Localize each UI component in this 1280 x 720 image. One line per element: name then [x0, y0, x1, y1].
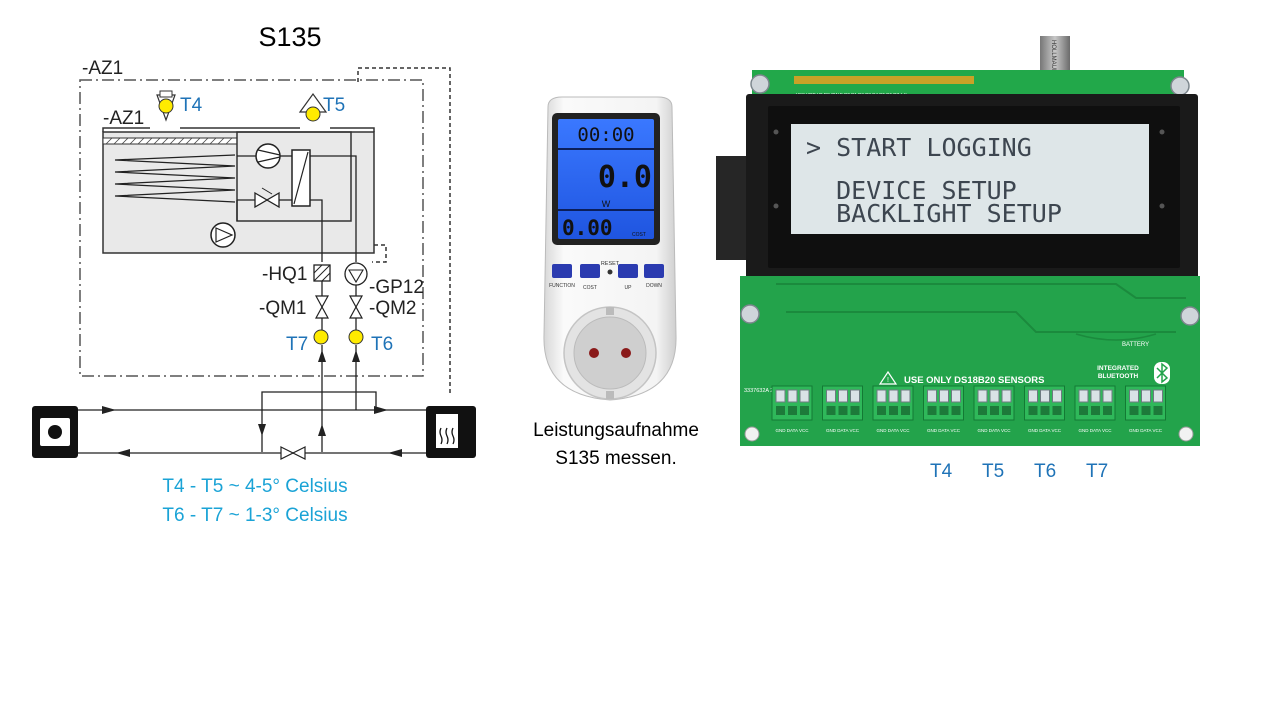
meter-cost-value: 0.00	[562, 216, 613, 240]
logger-label-t7: T7	[1086, 461, 1109, 482]
enclosure-outer	[79, 79, 424, 377]
bypass-valve-icon	[280, 446, 295, 460]
terminal-label: GND DATA VCC	[876, 428, 910, 433]
terminal-block[interactable]: GND DATA VCC	[822, 385, 863, 433]
terminal-label: GND DATA VCC	[775, 428, 809, 433]
up-label: UP	[625, 285, 633, 291]
logger-label-t6: T6	[1034, 461, 1057, 482]
screw-icon	[1180, 306, 1200, 326]
terminal-block[interactable]: GND DATA VCC	[872, 385, 914, 433]
warning-text: USE ONLY DS18B20 SENSORS	[904, 375, 1044, 386]
meter-reset-label: RESET	[601, 261, 620, 267]
terminal-block[interactable]: GND DATA VCC	[1125, 385, 1166, 433]
label-qm1: -QM1	[259, 298, 307, 319]
terminal-block[interactable]: GND DATA VCC	[1074, 385, 1116, 433]
function-button[interactable]	[552, 264, 572, 278]
terminal-block[interactable]: GND DATA VCC	[973, 385, 1015, 433]
control-line-pump	[372, 244, 387, 263]
bluetooth-label-2: BLUETOOTH	[1098, 373, 1139, 380]
warning-icon	[878, 370, 898, 385]
terminal-blocks: GND DATA VCC GND DATA VCC GND DATA VCC GND …	[771, 385, 1166, 433]
reset-button[interactable]	[607, 269, 613, 275]
valve-qm2-icon	[348, 295, 364, 309]
slide-title: S135	[258, 22, 322, 52]
temp-note-1: T4 - T5 ~ 4-5° Celsius	[162, 476, 348, 497]
sensor-dot-t4	[158, 98, 174, 114]
terminal-label: GND DATA VCC	[1078, 428, 1112, 433]
screw-icon	[740, 304, 760, 324]
label-gp12: -GP12	[369, 277, 424, 298]
terminal-label: GND DATA VCC	[1028, 428, 1062, 433]
terminal-label: GND DATA VCC	[977, 428, 1011, 433]
meter-power-unit: W	[602, 199, 611, 209]
main-pcb	[740, 276, 1200, 446]
meter-power-value: 0.0	[598, 160, 652, 195]
lcd-line-1: > START LOGGING	[806, 133, 1032, 162]
screw-icon	[750, 74, 770, 94]
data-logger-board: HOLLMAUI VSS VDD V0 RS RW E D0 D1 D2 D3 …	[716, 36, 1200, 446]
terminal-block[interactable]: GND DATA VCC	[1024, 385, 1065, 433]
label-t6: T6	[371, 334, 394, 355]
logger-label-t4: T4	[930, 461, 953, 482]
label-t7: T7	[286, 334, 309, 355]
valve-qm1-icon	[314, 295, 330, 309]
label-az1-inner: -AZ1	[103, 108, 145, 129]
label-t4: T4	[180, 95, 203, 116]
lcd-line-4: BACKLIGHT SETUP	[806, 199, 1062, 228]
compressor-icon	[255, 143, 281, 169]
label-qm2: -QM2	[369, 298, 417, 319]
heat-pump-body	[102, 131, 375, 254]
evaporator-coil	[114, 154, 236, 203]
bluetooth-label-1: INTEGRATED	[1097, 365, 1139, 372]
lcd-screen	[791, 124, 1149, 234]
inner-bracket-left	[102, 127, 150, 132]
label-hq1: -HQ1	[262, 264, 308, 285]
sensor-dot-t6	[348, 329, 364, 345]
up-button[interactable]	[618, 264, 638, 278]
terminal-block[interactable]: GND DATA VCC	[923, 385, 964, 433]
battery-label: BATTERY	[1122, 342, 1149, 348]
terminal-label: GND DATA VCC	[927, 428, 961, 433]
label-t5: T5	[323, 95, 346, 116]
terminal-block[interactable]: GND DATA VCC	[771, 385, 813, 433]
terminal-label: GND DATA VCC	[1129, 428, 1163, 433]
function-label: FUNCTION	[549, 283, 575, 289]
svg-text:!: !	[887, 377, 889, 384]
down-button[interactable]	[644, 264, 664, 278]
down-label: DOWN	[646, 283, 662, 289]
cost-button[interactable]	[580, 264, 600, 278]
sensor-dot-t5	[305, 106, 321, 122]
probe-label: HOLLMAUI	[1050, 40, 1056, 71]
part-number: 3337632A 2140	[744, 388, 783, 394]
lcd-line-3: DEVICE SETUP	[806, 176, 1017, 205]
terminal-label: GND DATA VCC	[826, 428, 860, 433]
power-meter: 00:00 0.0 W 0.00 COST RESET FUNCTION COS…	[543, 96, 677, 401]
control-line-top	[357, 67, 451, 395]
heat-pump-schematic	[32, 67, 476, 460]
sensor-dot-t7	[313, 329, 329, 345]
meter-cost-unit: COST	[632, 232, 646, 238]
meter-caption-2: S135 messen.	[555, 448, 677, 469]
temp-note-2: T6 - T7 ~ 1-3° Celsius	[162, 505, 348, 526]
cost-label: COST	[583, 285, 597, 291]
meter-time: 00:00	[577, 124, 634, 146]
screw-icon	[1170, 76, 1190, 96]
meter-caption-1: Leistungsaufnahme	[533, 420, 699, 441]
label-az1-outer: -AZ1	[82, 58, 124, 79]
logger-label-t5: T5	[982, 461, 1005, 482]
